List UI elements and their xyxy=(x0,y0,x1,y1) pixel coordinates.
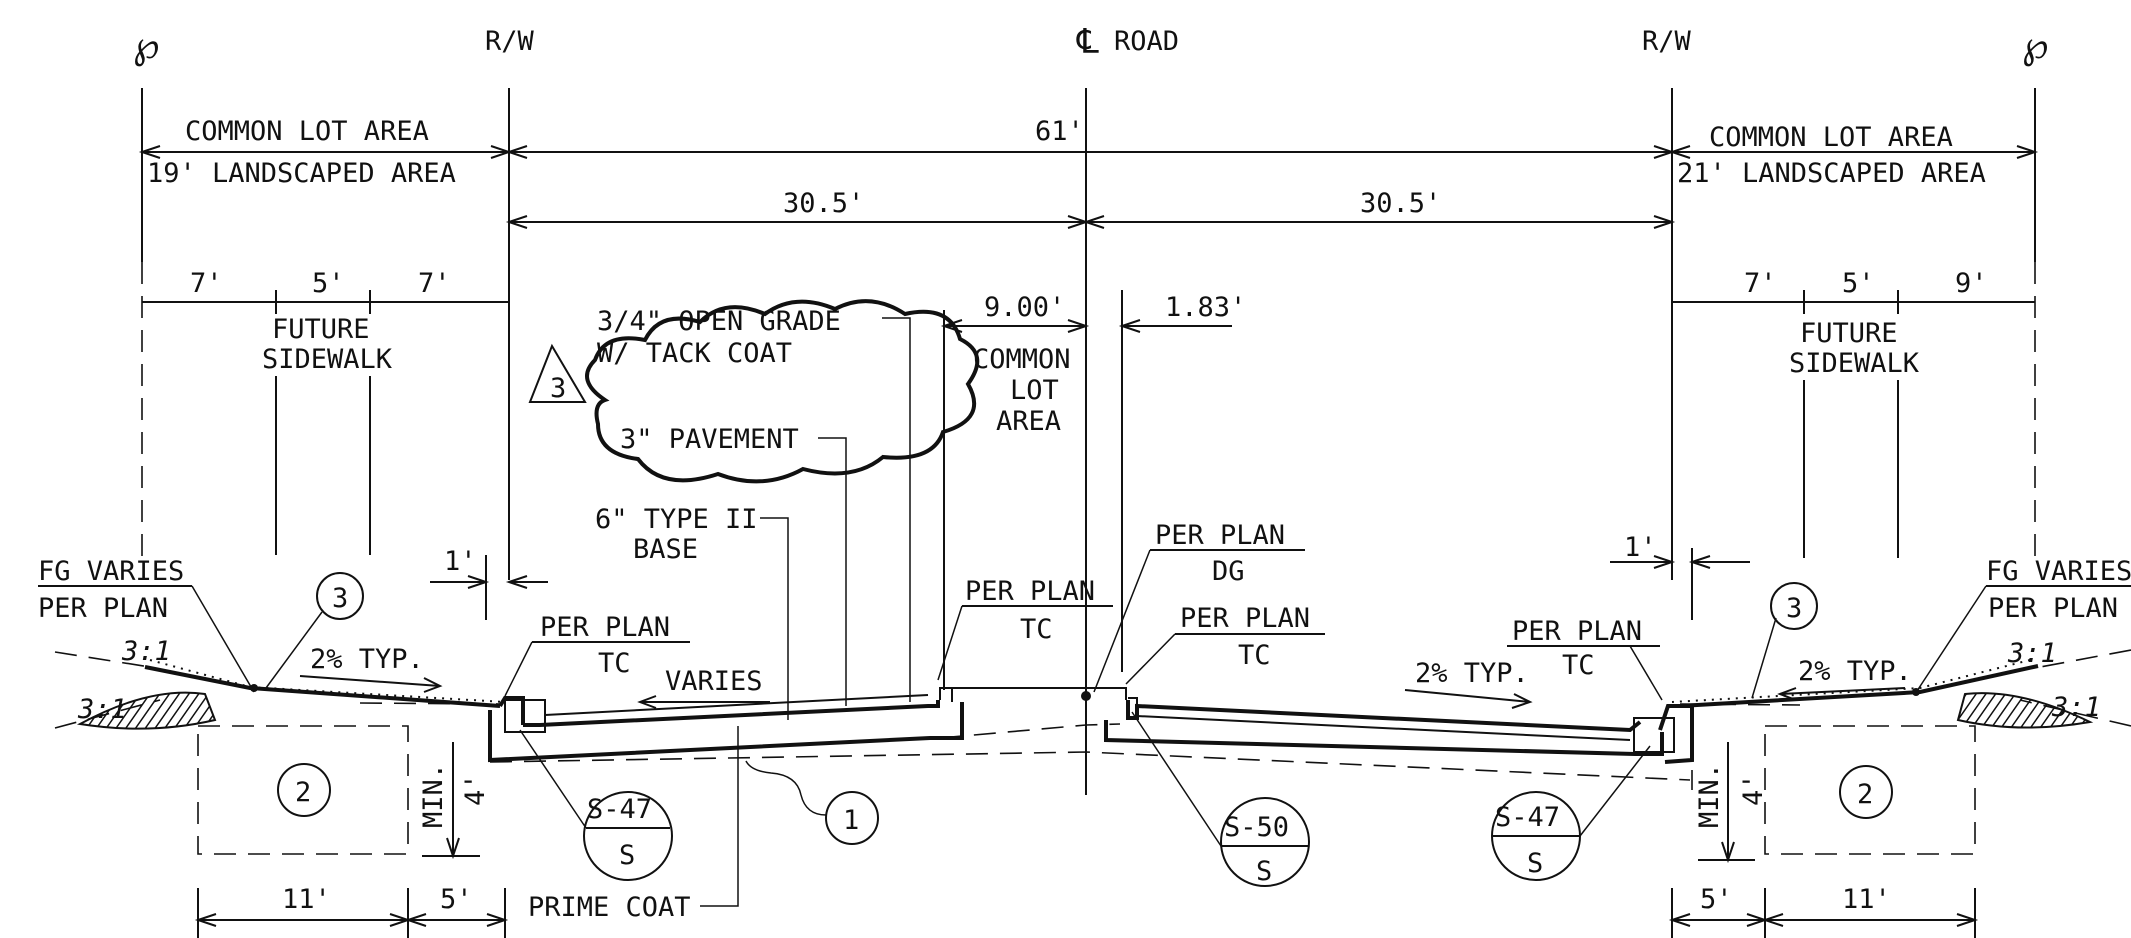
note-1: 1 xyxy=(843,805,859,836)
dim-left-5b: 5' xyxy=(440,884,473,915)
per-plan-left: PER PLAN xyxy=(38,593,168,624)
detail-callout-s47-right: S-47 S xyxy=(1491,745,1651,881)
four-ft-left: 4' xyxy=(460,773,491,806)
min-label-left: MIN. xyxy=(418,763,449,828)
svg-text:S: S xyxy=(619,840,635,871)
dim-right-7: 7' xyxy=(1744,268,1777,299)
landscaped-area-left: 19' LANDSCAPED AREA xyxy=(147,158,456,189)
common-lot-area-median-3: AREA xyxy=(996,406,1061,437)
common-lot-area-median-1: COMMON xyxy=(973,344,1071,375)
detail-callout-s47-left: S-47 S xyxy=(519,729,673,881)
per-plan-tc-left: PER PLAN xyxy=(540,612,670,643)
road-structure xyxy=(488,687,1694,790)
prime-coat-label: PRIME COAT xyxy=(528,892,691,923)
centerline-road-label: ROAD xyxy=(1114,26,1179,57)
slope-3-1-a: 3:1 xyxy=(121,636,171,667)
fg-varies-right: FG VARIES xyxy=(1986,556,2131,587)
tc-left: TC xyxy=(598,648,631,679)
detail-callout-s50: S-50 S xyxy=(1131,711,1310,887)
note-3-right-circle xyxy=(1770,582,1818,630)
dim-61: 61' xyxy=(1035,116,1084,147)
four-ft-right: 4' xyxy=(1738,773,1769,806)
note-2-left-circle xyxy=(277,763,331,817)
dim-right-1: 1' xyxy=(1624,532,1657,563)
right-of-way-right-label: R/W xyxy=(1642,26,1692,57)
dim-right-5: 5' xyxy=(1842,268,1875,299)
slope-right-2: 2% TYP. xyxy=(1798,656,1912,687)
tc-median-right: TC xyxy=(1238,640,1271,671)
note-2-left: 2 xyxy=(295,777,311,808)
common-lot-area-right: COMMON LOT AREA xyxy=(1709,122,1953,153)
per-plan-tc-median-right: PER PLAN xyxy=(1180,603,1310,634)
tc-right: TC xyxy=(1562,650,1595,681)
varies-label: VARIES xyxy=(665,666,763,697)
revision-triangle xyxy=(528,343,587,403)
dim-left-11: 11' xyxy=(282,884,331,915)
dim-left-7a: 7' xyxy=(190,268,223,299)
reference-lines xyxy=(141,88,2036,795)
per-plan-dg: PER PLAN xyxy=(1155,520,1285,551)
pavement-label: 3" PAVEMENT xyxy=(620,424,799,455)
dim-right-5b: 5' xyxy=(1700,884,1733,915)
ground-profile xyxy=(54,649,2131,730)
landscaped-area-right: 21' LANDSCAPED AREA xyxy=(1677,158,1986,189)
tack-coat-label: W/ TACK COAT xyxy=(597,338,792,369)
svg-text:S-47: S-47 xyxy=(587,794,652,825)
base-label-line1: 6" TYPE II xyxy=(595,504,758,535)
future-sidewalk-right-line1: FUTURE xyxy=(1800,318,1898,349)
note-1-circle xyxy=(825,791,879,845)
common-lot-area-median-2: LOT xyxy=(1010,375,1059,406)
slope-3-1-c: 3:1 xyxy=(2007,638,2057,669)
dim-9-00: 9.00' xyxy=(984,292,1065,323)
min-label-right: MIN. xyxy=(1694,763,1725,828)
top-dimension-lines xyxy=(138,145,2039,314)
slope-left: 2% TYP. xyxy=(310,644,424,675)
per-plan-right: PER PLAN xyxy=(1988,593,2118,624)
dim-left-5: 5' xyxy=(312,268,345,299)
dim-30-5-right: 30.5' xyxy=(1360,188,1441,219)
sidewalk-zones xyxy=(197,725,1976,864)
common-lot-area-left: COMMON LOT AREA xyxy=(185,116,429,147)
base-label-line2: BASE xyxy=(633,534,698,565)
revision-number: 3 xyxy=(550,373,566,404)
property-line-left-symbol: ℘ xyxy=(133,23,160,67)
svg-text:S: S xyxy=(1527,848,1543,879)
property-line-right-symbol: ℘ xyxy=(2022,23,2049,67)
dim-left-7b: 7' xyxy=(418,268,451,299)
slope-right: 2% TYP. xyxy=(1415,658,1529,689)
future-sidewalk-left-line1: FUTURE xyxy=(272,314,370,345)
note-3-left-circle xyxy=(316,572,364,620)
fg-varies-left: FG VARIES xyxy=(38,556,184,587)
svg-text:S-50: S-50 xyxy=(1224,812,1289,843)
note-3-left: 3 xyxy=(332,583,348,614)
dim-30-5-left: 30.5' xyxy=(783,188,864,219)
tc-median: TC xyxy=(1020,614,1053,645)
dim-1-83: 1.83' xyxy=(1165,292,1246,323)
per-plan-tc-right: PER PLAN xyxy=(1512,616,1642,647)
future-sidewalk-right-line2: SIDEWALK xyxy=(1789,348,1920,379)
revision-cloud xyxy=(585,299,980,484)
dim-left-1: 1' xyxy=(444,546,477,577)
centerline-symbol: ℄ xyxy=(1076,22,1099,62)
dg: DG xyxy=(1212,556,1245,587)
dim-right-11: 11' xyxy=(1842,884,1891,915)
note-2-right-circle xyxy=(1839,765,1893,819)
per-plan-tc-median: PER PLAN xyxy=(965,576,1095,607)
future-sidewalk-left-line2: SIDEWALK xyxy=(262,344,393,375)
note-2-right: 2 xyxy=(1857,779,1873,810)
note-3-right: 3 xyxy=(1786,593,1802,624)
bottom-dimension-lines xyxy=(194,726,1979,938)
svg-text:S-47: S-47 xyxy=(1495,802,1560,833)
svg-text:S: S xyxy=(1256,856,1272,887)
dim-right-9: 9' xyxy=(1955,268,1988,299)
right-of-way-left-label: R/W xyxy=(485,26,535,57)
